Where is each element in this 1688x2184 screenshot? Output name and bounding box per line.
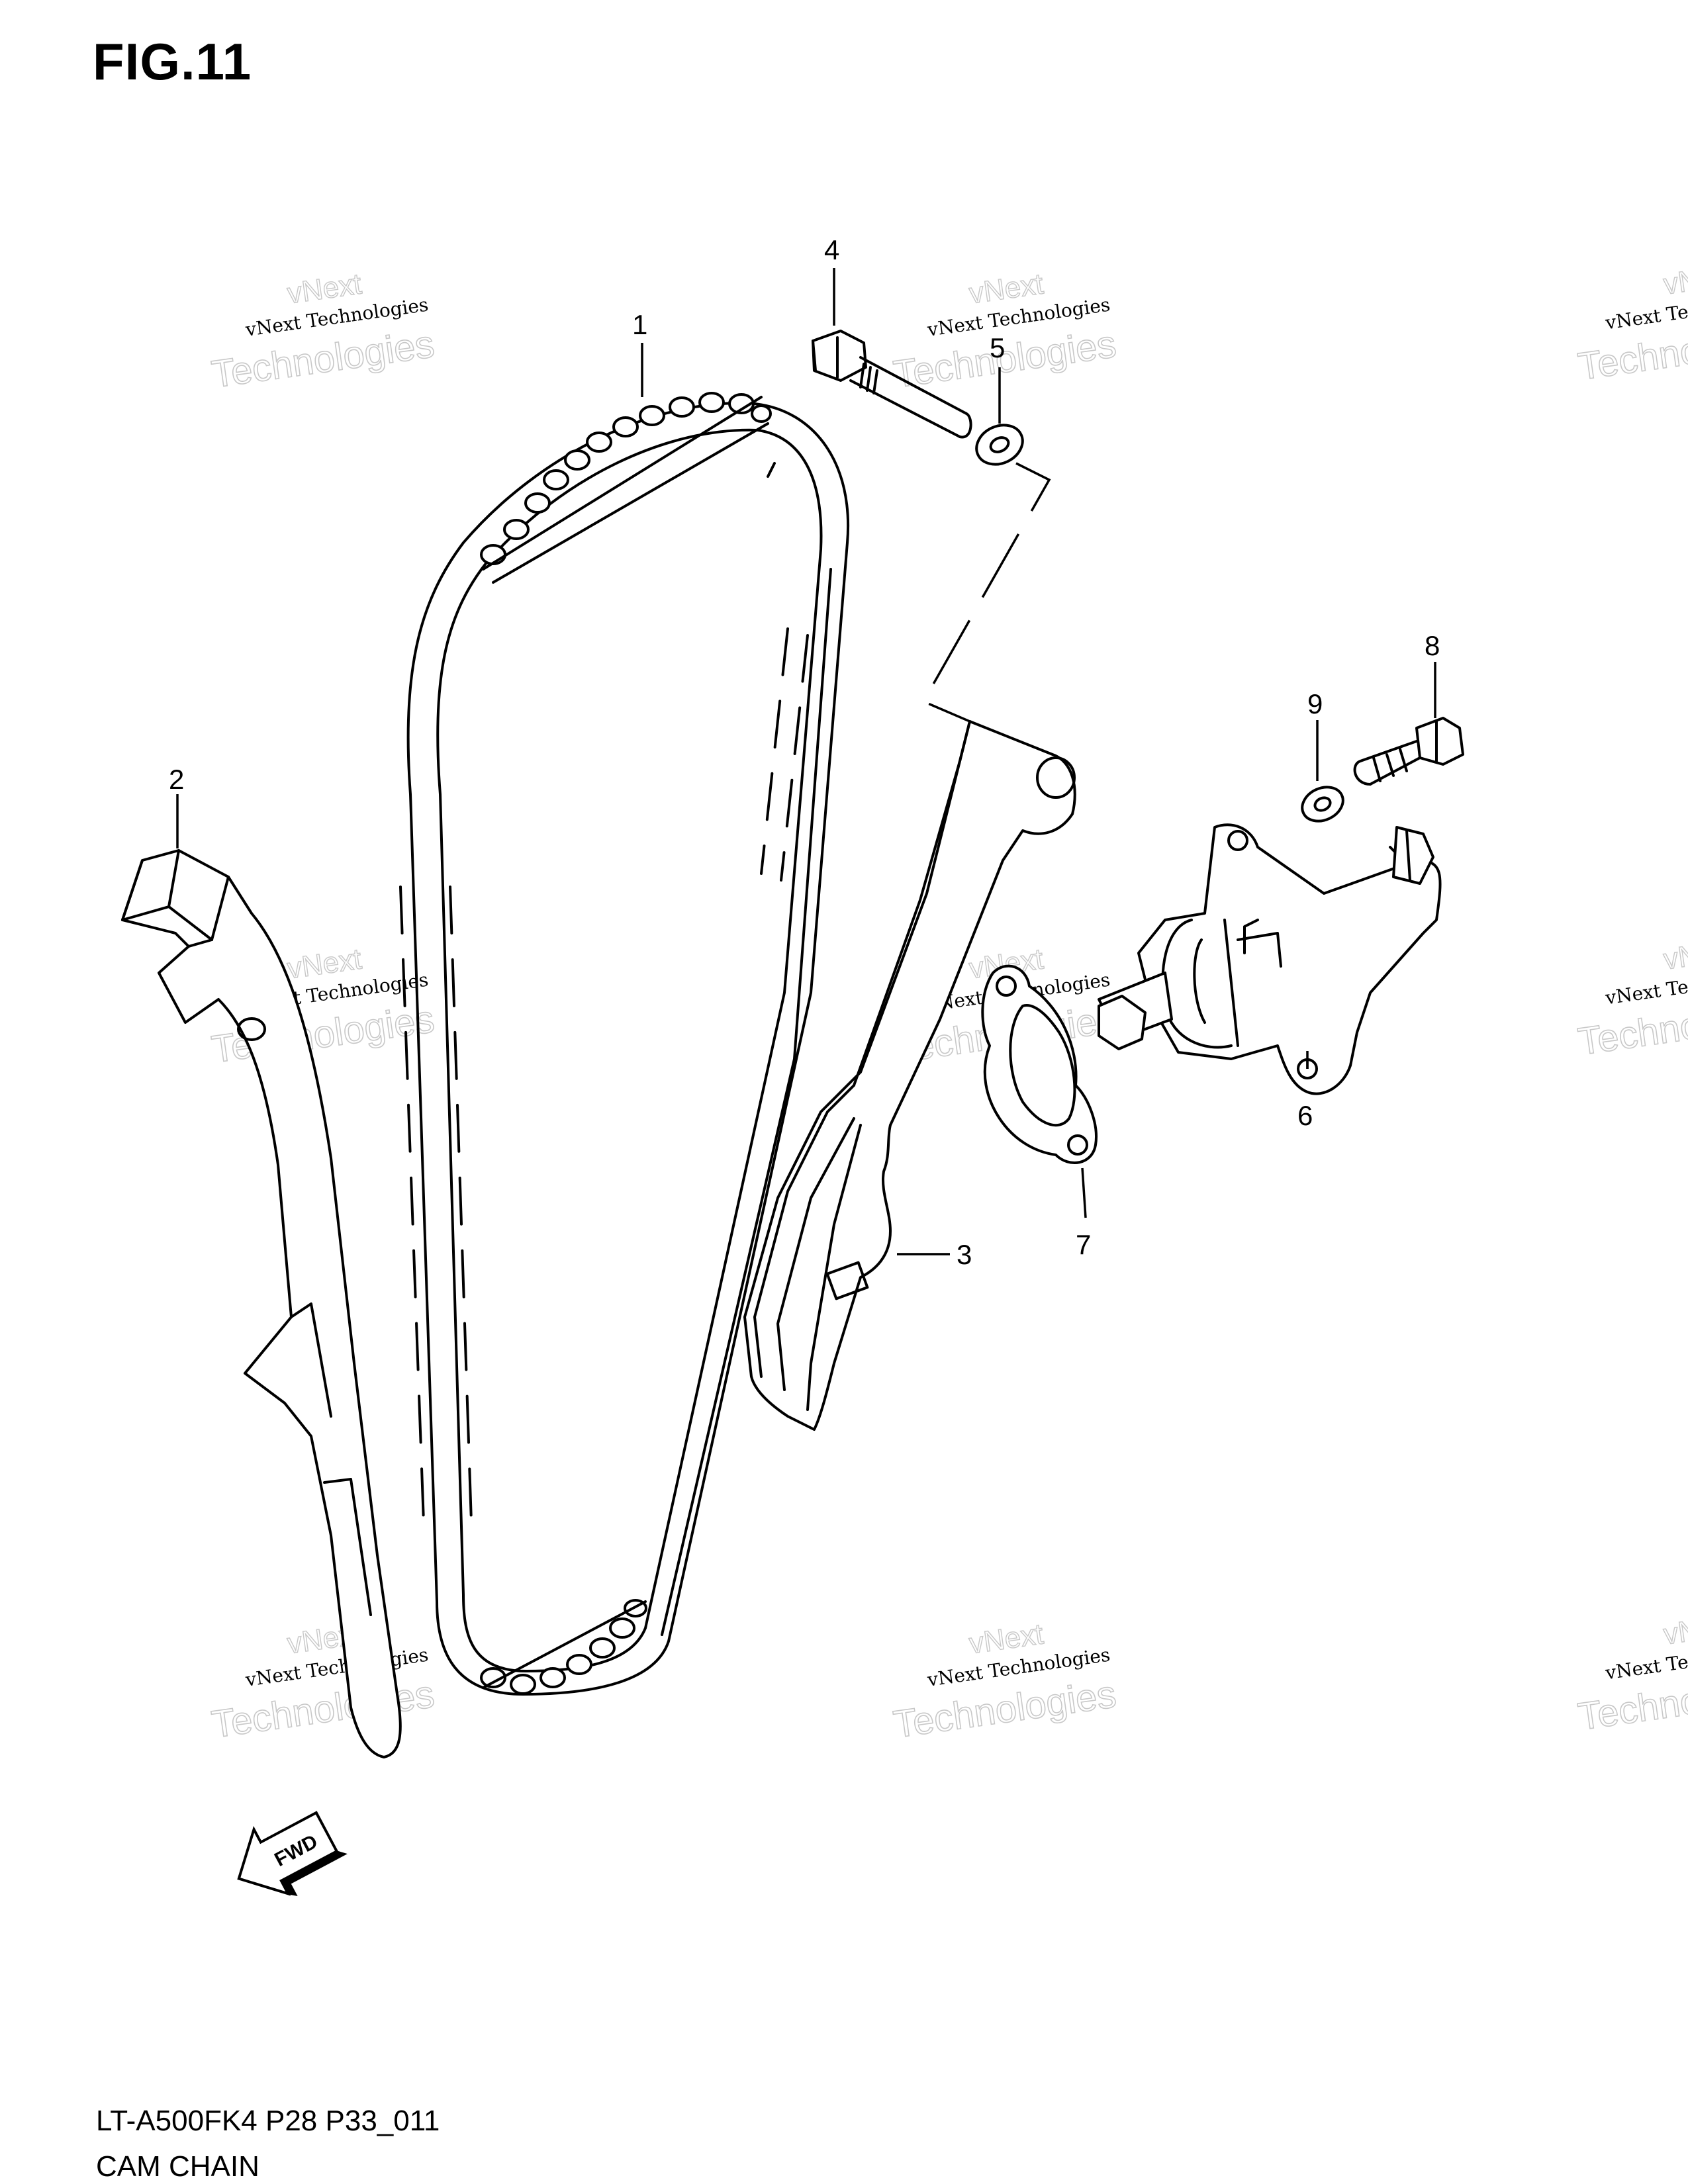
figure-title: FIG.11 [93, 32, 252, 91]
watermark-vnext: vNext [1662, 258, 1688, 300]
callout-2: 2 [169, 764, 184, 795]
leader-7 [1081, 1167, 1087, 1218]
watermark-group: vNext vNext Technologies Technologies [890, 1617, 1119, 1747]
watermark-vnext: vNext [1662, 933, 1688, 976]
tensioner-gasket [981, 964, 1098, 1164]
callout-6: 6 [1297, 1100, 1313, 1131]
watermark-vnext: vNext [1662, 1608, 1688, 1651]
callout-3: 3 [957, 1239, 972, 1270]
watermark-group: vNext vNext Technologies Technologies [209, 267, 438, 397]
cam-chain-tensioner [743, 720, 1076, 1431]
cam-chain-guide-no2 [121, 849, 402, 1758]
callout-7: 7 [1076, 1229, 1091, 1260]
cam-chain [399, 392, 850, 1696]
figure-code: LT-A500FK4 P28 P33_011 [96, 2105, 440, 2137]
watermark-technologies: Technologies [209, 1672, 437, 1746]
watermark-group: vNext vNext Technologies Technologies [1575, 258, 1688, 389]
adjuster-washer [1301, 786, 1344, 823]
callout-1: 1 [632, 309, 647, 340]
watermark-technologies: Technologies [891, 1672, 1119, 1746]
figure-caption: CAM CHAIN [96, 2150, 259, 2183]
assembly-path [921, 462, 1051, 723]
fwd-arrow-icon: FWD [237, 1811, 348, 1897]
callout-4: 4 [824, 234, 839, 265]
adjuster-bolt [1353, 717, 1464, 786]
watermark-technologies: Technologies [209, 322, 437, 396]
leader-lines [176, 268, 1436, 1255]
callout-8: 8 [1425, 630, 1440, 661]
callout-9: 9 [1307, 688, 1323, 719]
callout-5: 5 [990, 332, 1005, 363]
watermark-group: vNext vNext Technologies Technologies [1575, 933, 1688, 1064]
watermark-group: vNext vNext Technologies Technologies [1575, 1608, 1688, 1739]
cam-chain-tensioner-adjuster [1098, 823, 1442, 1095]
callouts: 1 2 3 4 5 6 7 8 9 [169, 234, 1440, 1270]
tensioner-bolt [812, 330, 972, 439]
washer [975, 424, 1024, 466]
